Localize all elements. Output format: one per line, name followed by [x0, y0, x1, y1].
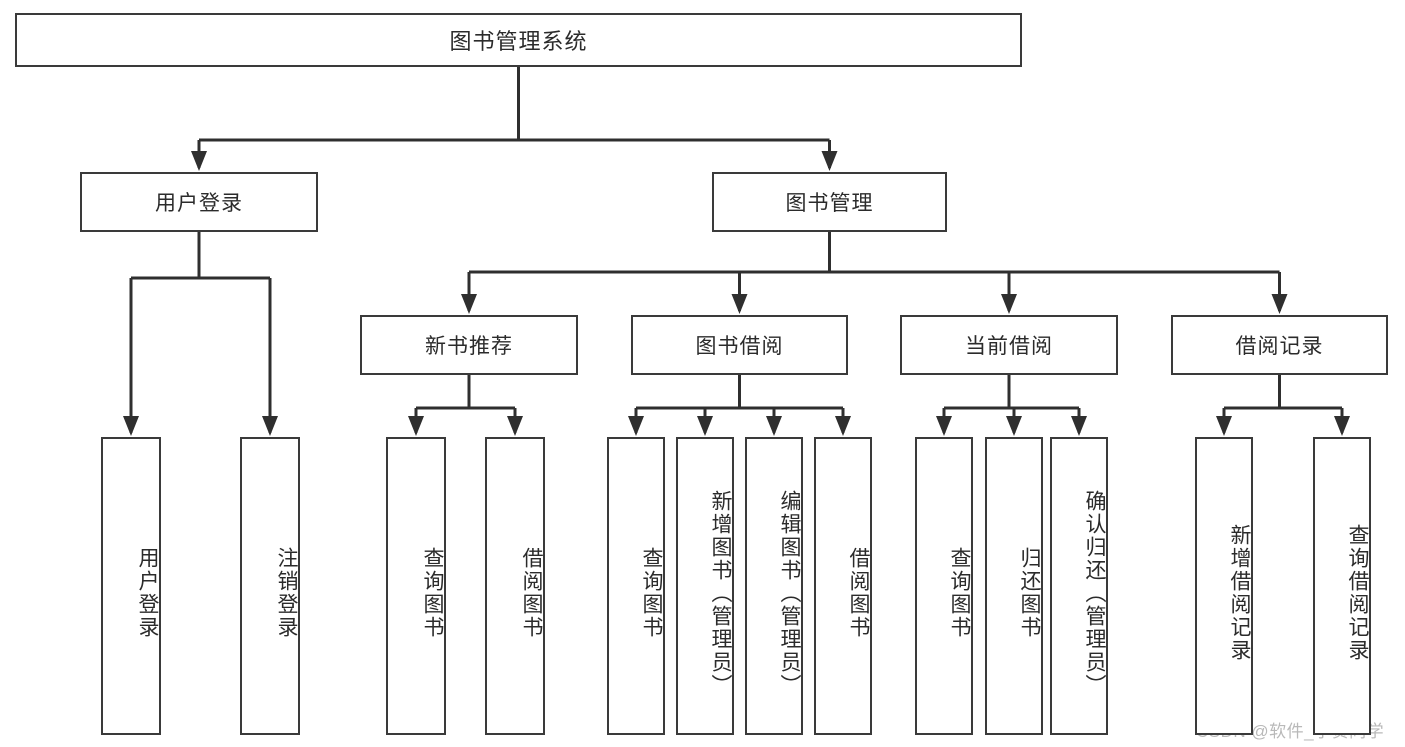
- node-label: 查询图书: [421, 547, 444, 639]
- connector-arrowhead: [936, 416, 952, 436]
- node-leaf-query-book-cur[interactable]: 查询图书: [915, 437, 973, 735]
- node-label: 编辑图书（管理员）: [778, 489, 801, 697]
- node-label: 归还图书: [1018, 547, 1041, 639]
- connector-arrowhead: [1334, 416, 1350, 436]
- connector-arrowhead: [731, 294, 748, 314]
- node-new-book-rec[interactable]: 新书推荐: [360, 315, 578, 375]
- connector-arrowhead: [766, 416, 782, 436]
- node-current-borrow[interactable]: 当前借阅: [900, 315, 1118, 375]
- node-user-login[interactable]: 用户登录: [80, 172, 318, 232]
- node-label: 图书借阅: [695, 335, 784, 358]
- node-leaf-query-record[interactable]: 查询借阅记录: [1313, 437, 1371, 735]
- connector-arrowhead: [408, 416, 424, 436]
- node-leaf-user-logout[interactable]: 注销登录: [240, 437, 300, 735]
- connector-arrowhead: [1006, 416, 1022, 436]
- connector-arrowhead: [1271, 294, 1288, 314]
- node-label: 借阅图书: [520, 547, 543, 639]
- connector-arrowhead: [1216, 416, 1232, 436]
- node-leaf-query-book[interactable]: 查询图书: [607, 437, 665, 735]
- node-leaf-add-record[interactable]: 新增借阅记录: [1195, 437, 1253, 735]
- node-leaf-borrow-book-rec[interactable]: 借阅图书: [485, 437, 545, 735]
- node-label: 用户登录: [136, 547, 159, 639]
- connector-arrowhead: [821, 151, 838, 171]
- connector-arrowhead: [628, 416, 644, 436]
- node-borrow-record[interactable]: 借阅记录: [1171, 315, 1388, 375]
- node-label: 用户登录: [155, 192, 243, 215]
- node-label: 查询借阅记录: [1346, 524, 1369, 662]
- node-leaf-add-book[interactable]: 新增图书（管理员）: [676, 437, 734, 735]
- node-root[interactable]: 图书管理系统: [15, 13, 1022, 67]
- node-label: 借阅图书: [847, 547, 870, 639]
- node-label: 新增借阅记录: [1228, 524, 1251, 662]
- connector-arrowhead: [697, 416, 713, 436]
- connector-arrowhead: [262, 416, 278, 436]
- node-leaf-query-book-rec[interactable]: 查询图书: [386, 437, 446, 735]
- node-book-borrow[interactable]: 图书借阅: [631, 315, 848, 375]
- connector-arrowhead: [123, 416, 139, 436]
- node-label: 注销登录: [275, 547, 298, 639]
- node-leaf-return-book[interactable]: 归还图书: [985, 437, 1043, 735]
- node-label: 新书推荐: [425, 335, 513, 358]
- connector-arrowhead: [191, 151, 207, 171]
- connector-arrowhead: [1071, 416, 1087, 436]
- node-label: 借阅记录: [1235, 335, 1324, 358]
- node-leaf-confirm-return[interactable]: 确认归还（管理员）: [1050, 437, 1108, 735]
- connector-arrowhead: [1001, 294, 1017, 314]
- node-label: 查询图书: [948, 547, 971, 639]
- node-leaf-borrow-book[interactable]: 借阅图书: [814, 437, 872, 735]
- node-label: 图书管理系统: [449, 29, 588, 54]
- node-leaf-edit-book[interactable]: 编辑图书（管理员）: [745, 437, 803, 735]
- node-label: 新增图书（管理员）: [709, 489, 732, 697]
- node-label: 当前借阅: [965, 335, 1053, 358]
- node-label: 图书管理: [785, 192, 874, 215]
- node-book-manage[interactable]: 图书管理: [712, 172, 947, 232]
- node-label: 确认归还（管理员）: [1083, 489, 1106, 697]
- connector-arrowhead: [461, 294, 477, 314]
- connector-arrowhead: [507, 416, 523, 436]
- node-leaf-user-login[interactable]: 用户登录: [101, 437, 161, 735]
- node-label: 查询图书: [640, 547, 663, 639]
- connector-arrowhead: [835, 416, 851, 436]
